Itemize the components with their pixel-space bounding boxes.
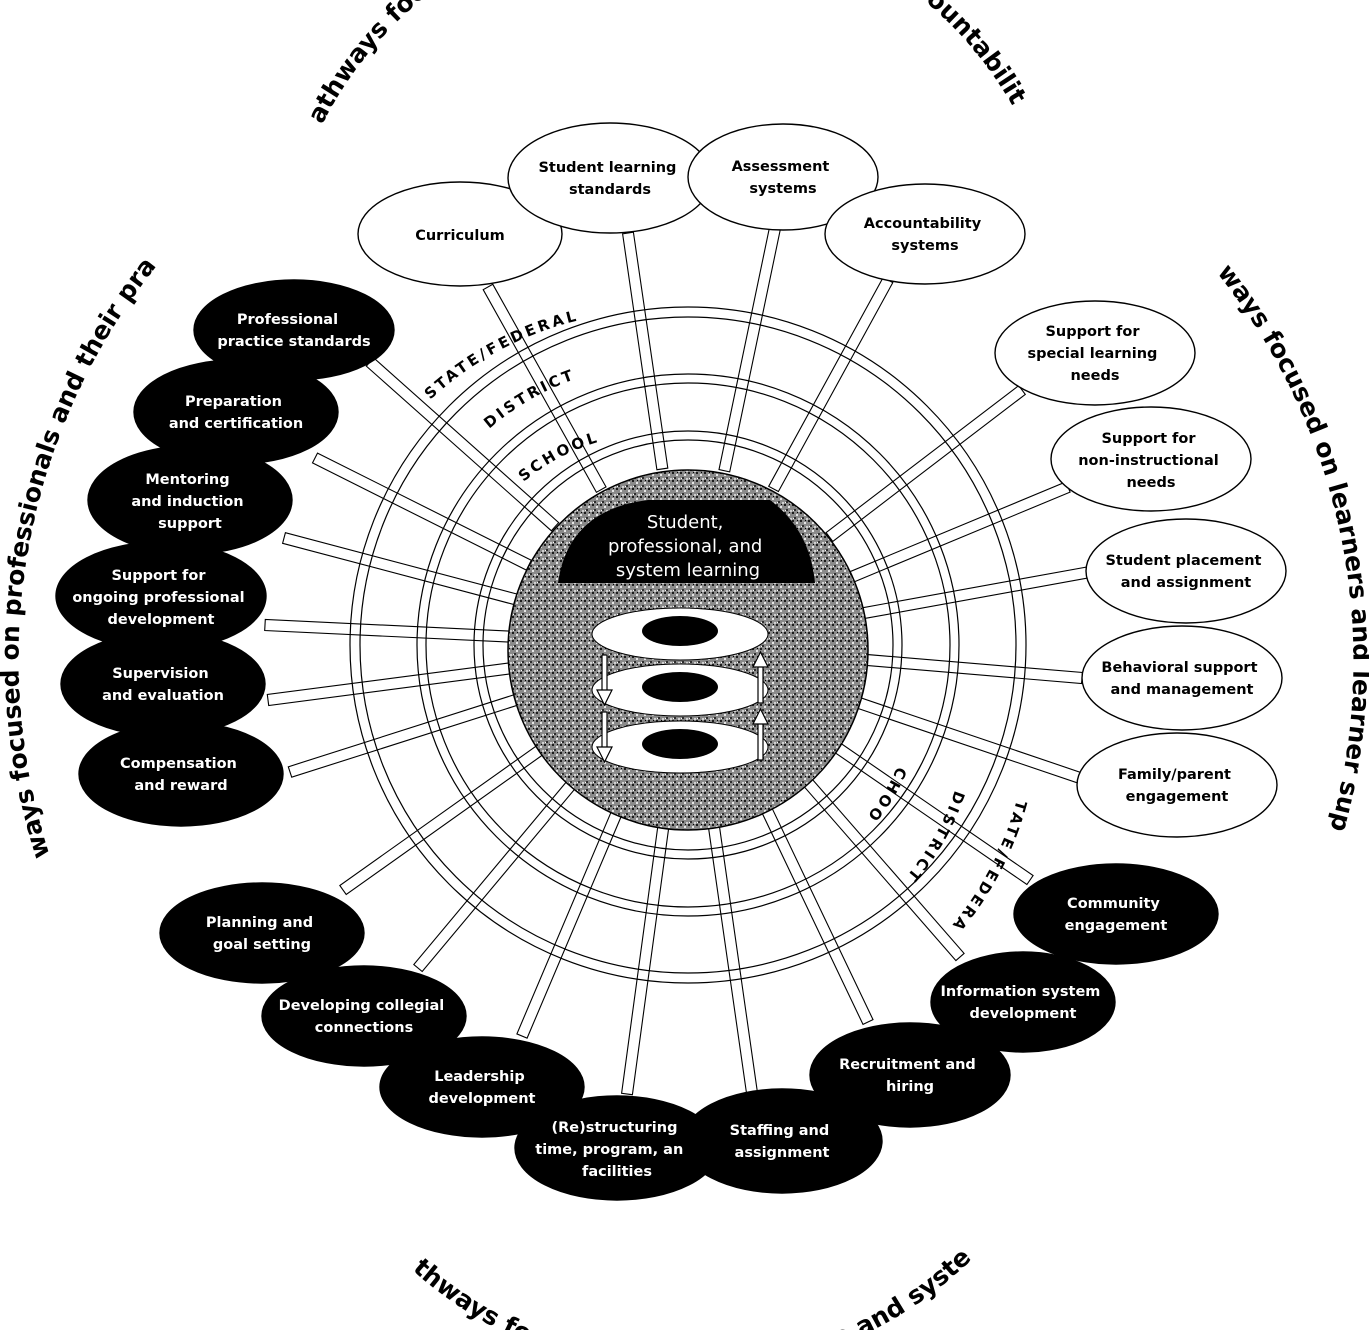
svg-text:Behavioral support and: Behavioral support and management bbox=[1101, 660, 1262, 698]
center-label: Student, professional, and system learni… bbox=[608, 512, 768, 581]
svg-text:Community engagement: Community engagement bbox=[1065, 896, 1168, 934]
pathway-spoke bbox=[339, 742, 547, 896]
ring-state-federal-inner bbox=[359, 316, 1017, 974]
svg-text:Leadership development: Leadership development bbox=[428, 1069, 535, 1107]
level-rings bbox=[349, 306, 1027, 984]
pathway-accountability-systems: Accountability systems bbox=[824, 183, 1026, 285]
pathway-behavioral-support: Behavioral support and management bbox=[1081, 625, 1283, 731]
pathway-spoke bbox=[287, 693, 521, 778]
pathway-spoke bbox=[707, 819, 759, 1095]
svg-text:Professional practice: Professional practice standards bbox=[217, 312, 370, 350]
pathway-staffing-assignment: Staffing and assignment bbox=[681, 1088, 883, 1194]
section-title-top: Pathways focused on content, assessment,… bbox=[0, 0, 1032, 128]
pathway-student-learning-standards: Student learning standards bbox=[507, 122, 713, 234]
pathway-spoke bbox=[413, 777, 579, 973]
svg-text:Support for ongoing pr: Support for ongoing professional develop… bbox=[72, 568, 249, 628]
center-dark-banner bbox=[558, 500, 815, 583]
pathway-compensation-reward: Compensation and reward bbox=[78, 721, 284, 827]
ring-state-federal-outer bbox=[349, 306, 1027, 984]
svg-text:Family/parent engageme: Family/parent engagement bbox=[1118, 767, 1236, 805]
pathway-spoke bbox=[365, 357, 560, 532]
center-core: Student, professional, and system learni… bbox=[507, 469, 869, 831]
svg-text:Curriculum: Curriculum bbox=[415, 228, 505, 244]
pathway-planning-goal-setting: Planning and goal setting bbox=[159, 882, 365, 984]
svg-text:Assessment systems: Assessment systems bbox=[732, 159, 835, 197]
svg-text:Student learning stand: Student learning standards bbox=[538, 160, 681, 198]
pathway-spoke bbox=[620, 819, 671, 1096]
ring-district-outer bbox=[416, 373, 960, 917]
pathway-preparation-certification: Preparation and certification bbox=[133, 359, 339, 465]
pathway-collegial-connections: Developing collegial connections bbox=[261, 965, 467, 1067]
pathway-ongoing-professional-development: Support for ongoing professional develop… bbox=[55, 541, 267, 651]
top-pathways: Curriculum Student learning standards As… bbox=[357, 122, 1026, 287]
svg-text:(Re)structuring time,: (Re)structuring time, program, and facil… bbox=[535, 1120, 698, 1180]
svg-text:Student placement and: Student placement and assignment bbox=[1105, 553, 1266, 591]
pathway-family-engagement: Family/parent engagement bbox=[1076, 732, 1278, 838]
svg-text:Support for non-instru: Support for non-instructional needs bbox=[1078, 431, 1224, 491]
pathway-spoke bbox=[854, 696, 1083, 784]
svg-text:Developing collegial c: Developing collegial connections bbox=[279, 998, 450, 1036]
svg-text:Compensation and rewar: Compensation and reward bbox=[120, 756, 242, 794]
pathway-supervision-evaluation: Supervision and evaluation bbox=[60, 631, 266, 737]
ring-school-outer bbox=[473, 430, 903, 860]
pathway-spoke bbox=[621, 231, 669, 471]
pathway-spoke bbox=[861, 565, 1092, 620]
pathway-spoke bbox=[864, 653, 1084, 685]
pathway-non-instructional-needs: Support for non-instructional needs bbox=[1050, 406, 1252, 512]
pathway-community-engagement: Community engagement bbox=[1013, 863, 1219, 965]
pathway-information-system: Information system development bbox=[930, 951, 1116, 1053]
pathway-professional-practice-standards: Professional practice standards bbox=[193, 279, 395, 381]
pathway-spoke bbox=[482, 283, 607, 494]
svg-text:Recruitment and hiring: Recruitment and hiring bbox=[839, 1057, 981, 1095]
pathway-spoke bbox=[516, 805, 625, 1039]
left-pathways: Professional practice standards Preparat… bbox=[55, 279, 395, 827]
pathway-spoke bbox=[767, 276, 894, 493]
svg-text:Planning and goal sett: Planning and goal setting bbox=[206, 915, 318, 953]
bottom-pathways: Planning and goal setting Developing col… bbox=[159, 863, 1219, 1201]
pathway-curriculum: Curriculum bbox=[357, 181, 563, 287]
svg-text:Preparation and certif: Preparation and certification bbox=[169, 394, 303, 432]
pathway-leadership-development: Leadership development bbox=[379, 1036, 585, 1138]
right-pathways: Support for special learning needs Suppo… bbox=[994, 300, 1287, 838]
pathway-mentoring-induction: Mentoring and induction support bbox=[87, 445, 293, 555]
pathway-restructuring: (Re)structuring time, program, and facil… bbox=[514, 1095, 720, 1201]
svg-text:Staffing and assignmen: Staffing and assignment bbox=[730, 1123, 835, 1161]
pathway-special-learning-needs: Support for special learning needs bbox=[994, 300, 1196, 406]
pathway-recruitment-hiring: Recruitment and hiring bbox=[809, 1022, 1011, 1128]
pathway-assessment-systems: Assessment systems bbox=[687, 123, 879, 231]
svg-text:Support for special le: Support for special learning needs bbox=[1027, 324, 1162, 384]
ring-school-inner bbox=[482, 439, 894, 851]
pathway-student-placement: Student placement and assignment bbox=[1085, 518, 1287, 624]
svg-text:Supervision and evalua: Supervision and evaluation bbox=[102, 666, 224, 704]
svg-text:Mentoring and inductio: Mentoring and induction support bbox=[131, 472, 248, 532]
nested-levels-icon bbox=[591, 607, 769, 774]
svg-text:Accountability systems: Accountability systems bbox=[864, 216, 986, 254]
svg-text:Information system dev: Information system development bbox=[941, 984, 1106, 1022]
ring-district-inner bbox=[425, 382, 951, 908]
